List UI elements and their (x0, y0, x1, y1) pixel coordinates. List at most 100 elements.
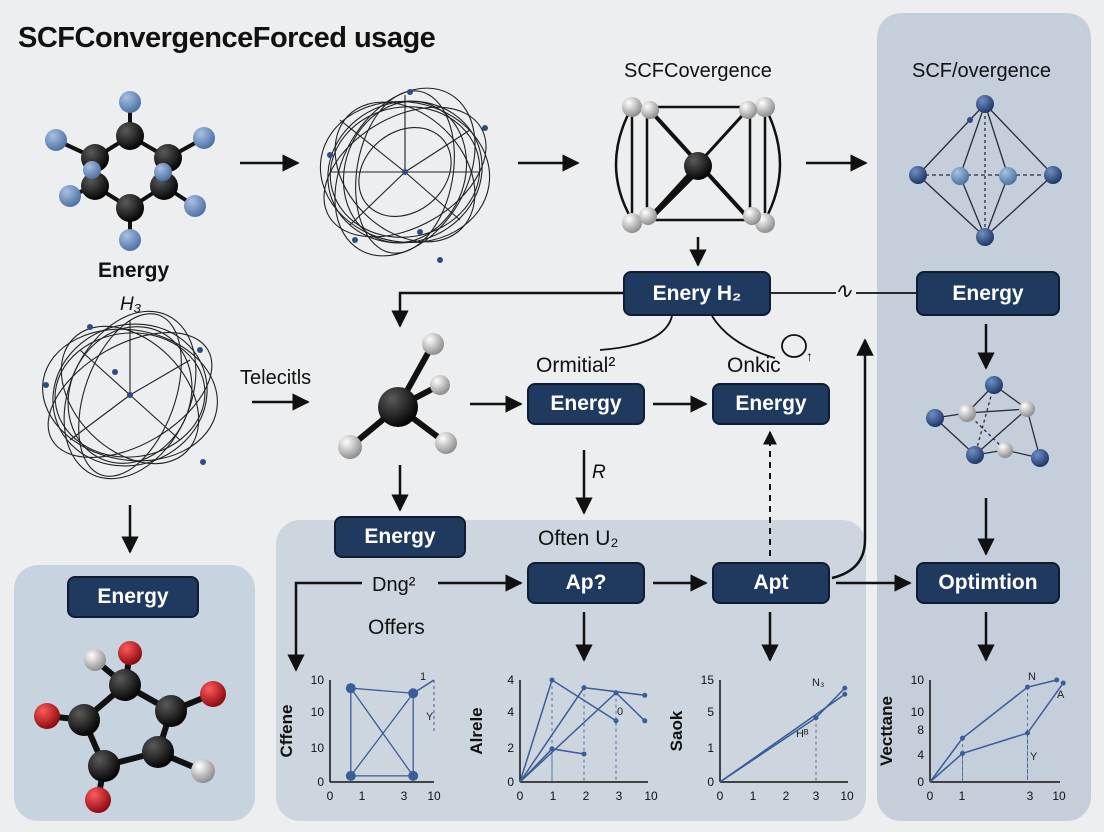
cage-atoms (926, 376, 1049, 467)
ormitial-label: Ormitial² (536, 354, 616, 377)
optimtion-box: Optimtion (916, 562, 1060, 604)
chart-1-y-label: Alrele (467, 707, 486, 754)
chart-0-edge (350, 692, 414, 777)
r-label: R (592, 462, 606, 483)
chart-2-x-tick: 2 (783, 789, 790, 803)
chart-2-annotation: Hᴮ (796, 728, 809, 740)
squiggle-label: ∿ (834, 278, 853, 303)
chart-0-edge (350, 687, 414, 694)
chart-0-node (345, 683, 356, 694)
chart-3-annotation: Y (1030, 751, 1038, 763)
cage-molecule (934, 384, 1041, 459)
chart-0-y-label: Cffene (277, 705, 296, 758)
ap-box: Ap? (527, 562, 645, 604)
chart-1-x-tick: 2 (583, 789, 590, 803)
chart-1-point (642, 718, 648, 724)
chart-3-point (1054, 677, 1060, 683)
energy-left-label: Energy (98, 259, 170, 282)
onkic-note: ↑ (806, 348, 813, 364)
chart-1-x-tick: 0 (517, 789, 524, 803)
chart-2-y-tick: 15 (701, 673, 715, 687)
chart-2-x-tick: 10 (840, 789, 854, 803)
telecitls-label: Telecitls (240, 367, 312, 389)
page-title: SCFConvergenceForced usage (18, 22, 436, 54)
scf-right-label: SCF/overgence (912, 60, 1051, 82)
chart-2-y-tick: 1 (707, 741, 714, 755)
chart-1-y-tick: 0 (507, 775, 514, 789)
chart-1-point (613, 718, 619, 724)
chart-0-y-tick: 10 (311, 741, 325, 755)
chart-0-x-tick: 1 (359, 789, 366, 803)
chart-3-y-tick: 10 (911, 673, 925, 687)
chart-1-y-tick: 2 (507, 741, 514, 755)
chart-3-x-tick: 3 (1027, 789, 1034, 803)
chart-3-annotation: A (1057, 689, 1065, 701)
ring-atoms (45, 91, 215, 251)
chart-0-y-tick: 10 (311, 705, 325, 719)
chart-3-point (1060, 680, 1066, 686)
chart-0-annotation: Y (426, 711, 434, 723)
chart-3-y-tick: 0 (917, 775, 924, 789)
chart-3-x-tick: 10 (1052, 789, 1066, 803)
chart-1-annotation: 0 (617, 706, 623, 718)
chart-2-series-line (719, 693, 846, 783)
orbital-dots-top (327, 89, 488, 263)
chart-2-y-tick: 0 (707, 775, 714, 789)
octahedron-molecule (917, 103, 1054, 238)
chart-1-x-tick: 3 (616, 789, 623, 803)
chart-1-point (581, 751, 587, 757)
chart-0-node (408, 688, 419, 699)
chart-3-x-tick: 1 (959, 789, 966, 803)
orbital-tangle-left (42, 310, 218, 480)
chart-3-x-tick: 0 (927, 789, 934, 803)
chart-0-node (408, 770, 419, 781)
chart-2-x-tick: 1 (750, 789, 757, 803)
chart-0-x-tick: 3 (401, 789, 408, 803)
chart-2-x-tick: 3 (813, 789, 820, 803)
chart-1-y-tick: 4 (507, 673, 514, 687)
orbital-tangle-top (319, 87, 491, 257)
orbital-dots-left (43, 324, 206, 465)
chart-2-point (842, 691, 848, 697)
octahedron-atoms (909, 95, 1062, 246)
chart-0-y-tick: 0 (317, 775, 324, 789)
chart-1-x-tick: 1 (550, 789, 557, 803)
chart-2-y-label: Saok (667, 710, 686, 751)
onkic-label: Onkic (727, 354, 781, 377)
chart-3-series-line (929, 682, 1064, 783)
energy-lower-box: Energy (334, 516, 466, 558)
energy-h2-box: Enery H₂ (623, 271, 771, 316)
chart-0-y-tick: 10 (311, 673, 325, 687)
energy-bottom-left-box: Energy (67, 576, 199, 618)
offers-label: Offers (368, 616, 425, 639)
right-panel (877, 13, 1091, 821)
chart-3-y-label: Vecttane (877, 696, 896, 766)
chart-3-y-tick: 4 (917, 748, 924, 762)
chart-1-point (642, 692, 648, 698)
scf-top-label: SCFCovergence (624, 60, 772, 82)
dng-label: Dng² (372, 574, 416, 596)
energy-mid1-box: Energy (527, 383, 645, 425)
chart-0-node (345, 770, 356, 781)
chart-2-point (842, 685, 848, 691)
chart-0-edge (350, 687, 414, 777)
apt-box: Apt (712, 562, 830, 604)
often-label: Often U₂ (538, 527, 619, 550)
h-left-label: H₃ (120, 294, 142, 315)
chart-1-series-line (519, 691, 646, 783)
chart-0-x-tick: 0 (327, 789, 334, 803)
chart-2-x-tick: 0 (717, 789, 724, 803)
cube-atoms (622, 97, 775, 233)
methane-molecule (338, 333, 457, 459)
chart-3-annotation: N (1028, 671, 1036, 683)
chart-2-series-line (719, 687, 846, 783)
chart-1-x-tick: 10 (644, 789, 658, 803)
flow-arrows (121, 154, 995, 672)
chart-0-x-tick: 10 (427, 789, 441, 803)
chart-3-series-line (929, 679, 1057, 783)
energy-right-box: Energy (916, 271, 1060, 316)
chart-3-y-tick: 10 (911, 705, 925, 719)
red-molecule (34, 641, 226, 813)
